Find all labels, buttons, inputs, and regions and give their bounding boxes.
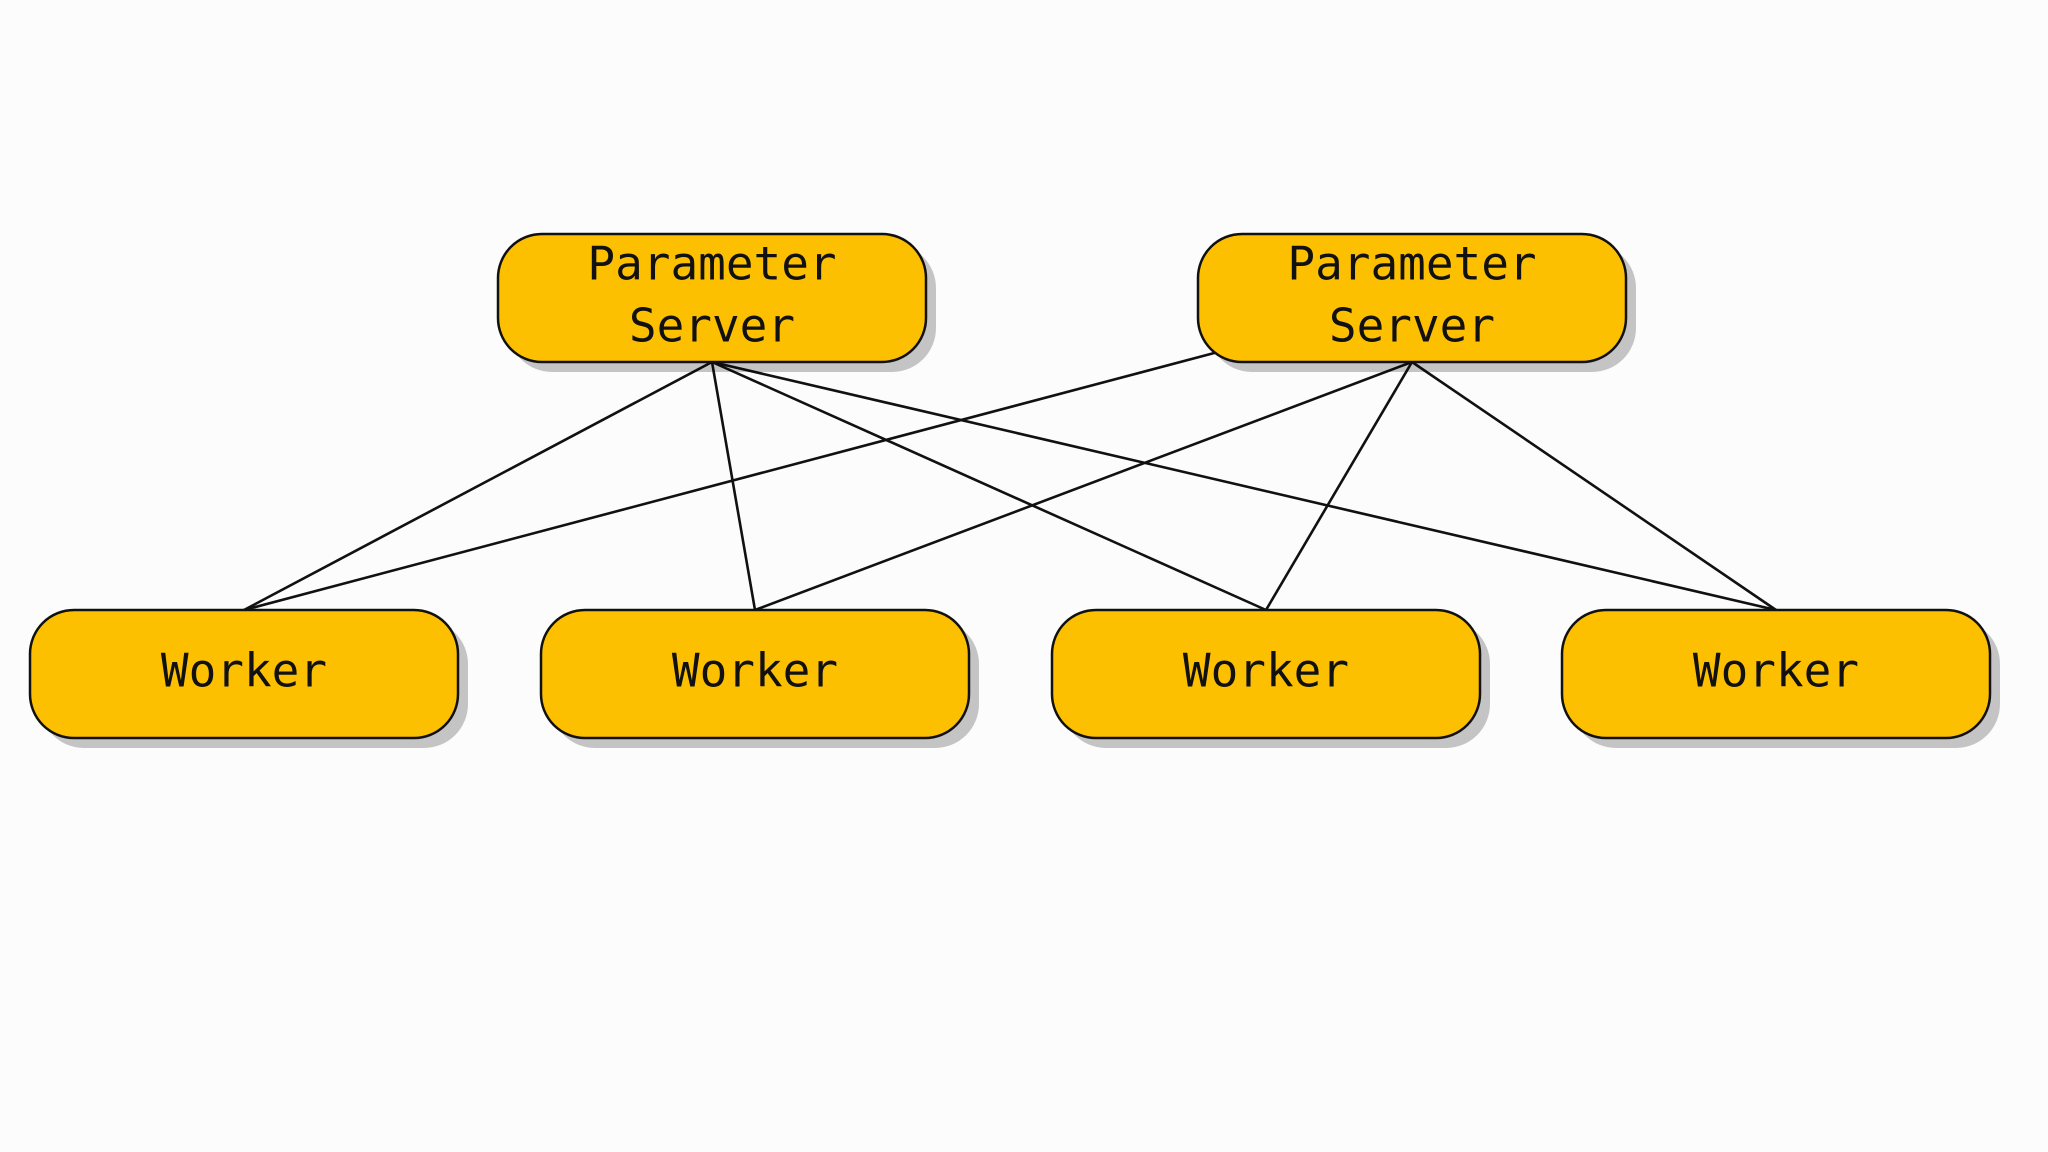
edge-ps2-to-w2 [753, 360, 1414, 612]
parameter-server-label: Server [629, 299, 795, 353]
worker-label: Worker [672, 644, 838, 698]
edge-ps1-to-w2 [710, 360, 757, 612]
worker-box [539, 608, 971, 740]
worker-label: Worker [1183, 644, 1349, 698]
worker-node-w1: Worker [28, 608, 468, 748]
parameter-server-label: Server [1329, 299, 1495, 353]
parameter-server-box [1196, 232, 1628, 364]
edge-ps2-to-w4 [1410, 360, 1778, 612]
worker-box [28, 608, 460, 740]
worker-node-w3: Worker [1050, 608, 1490, 748]
parameter-server-box [496, 232, 928, 364]
edges-layer [242, 350, 1778, 612]
worker-label: Worker [161, 644, 327, 698]
worker-box [1560, 608, 1992, 740]
worker-box [1050, 608, 1482, 740]
edge-ps2-to-w3 [1264, 360, 1414, 612]
edge-ps1-to-w4 [710, 360, 1778, 612]
parameter-server-label: Parameter [587, 237, 836, 291]
worker-node-w2: Worker [539, 608, 979, 748]
edge-ps1-to-w3 [710, 360, 1268, 612]
parameter-server-label: Parameter [1287, 237, 1536, 291]
worker-label: Worker [1693, 644, 1859, 698]
edge-ps2-to-w1 [242, 350, 1220, 612]
worker-node-w4: Worker [1560, 608, 2000, 748]
edge-ps1-to-w1 [242, 360, 714, 612]
